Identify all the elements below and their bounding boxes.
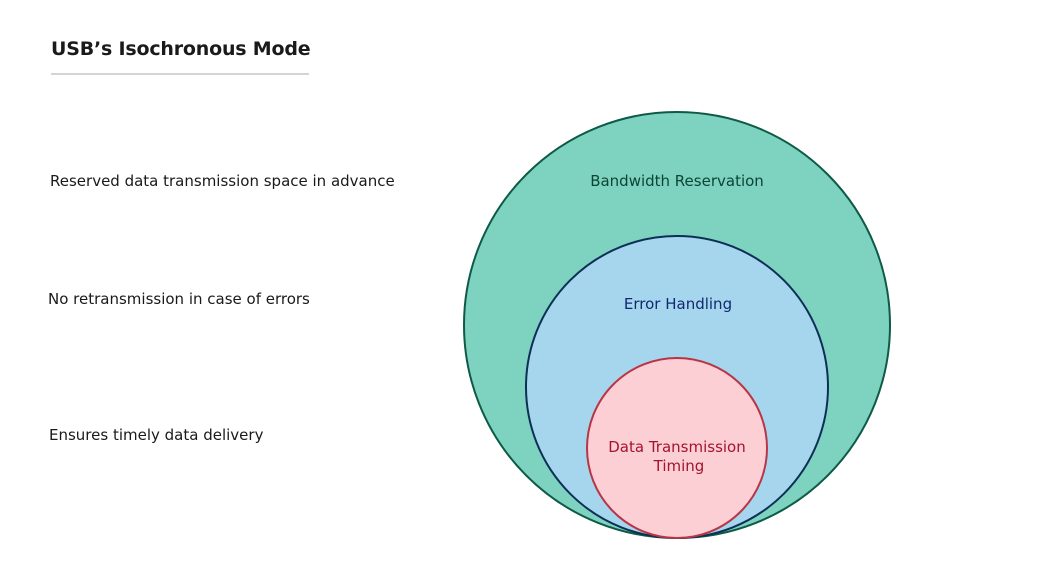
description-data-transmission-timing: Ensures timely data delivery [49, 426, 264, 444]
description-error-handling: No retransmission in case of errors [48, 290, 310, 308]
description-bandwidth-reservation: Reserved data transmission space in adva… [50, 172, 395, 190]
data-transmission-timing-label-line1: Data Transmission [608, 438, 745, 456]
data-transmission-timing-circle [586, 357, 768, 539]
title-underline [51, 73, 309, 75]
page-title: USB’s Isochronous Mode [51, 38, 311, 60]
bandwidth-reservation-label: Bandwidth Reservation [590, 172, 764, 190]
data-transmission-timing-label-line2: Timing [653, 457, 705, 475]
error-handling-label: Error Handling [624, 295, 732, 313]
